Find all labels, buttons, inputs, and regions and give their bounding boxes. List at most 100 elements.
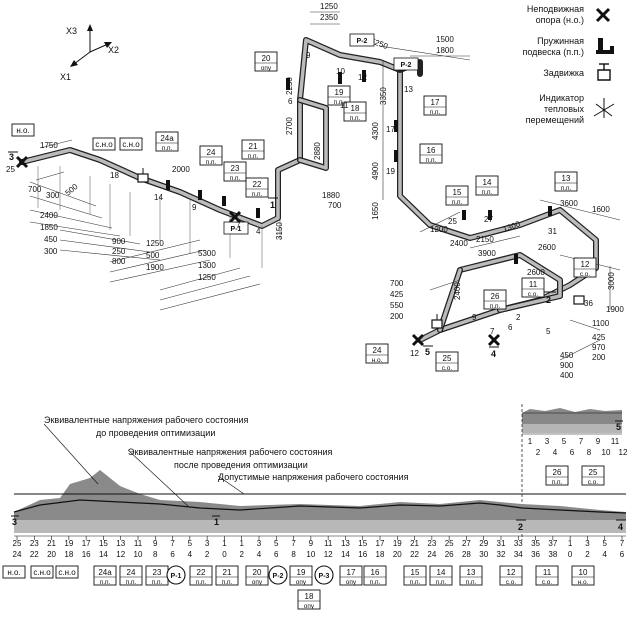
axis-tick-label: 1 (222, 539, 227, 548)
svg-text:п.п.: п.п. (430, 109, 441, 116)
svg-text:25: 25 (6, 165, 15, 174)
axis-tick-label: 32 (497, 550, 506, 559)
stress-plot: 5 Эквивалентные напряжения рабочего сост… (2, 404, 628, 610)
dim-label: 400 (560, 371, 574, 380)
dim-label: 1850 (40, 223, 58, 232)
dim-label: 1250 (146, 239, 164, 248)
spring-hanger-icon (222, 196, 226, 206)
label-after-line2: после проведения оптимизации (174, 460, 308, 470)
axis-tick-label: 22 (410, 550, 419, 559)
svg-text:2: 2 (516, 313, 521, 322)
svg-text:п.п.: п.п. (410, 579, 421, 586)
axis-tick-label: 23 (427, 539, 436, 548)
axis-tick-label: 2 (239, 550, 244, 559)
svg-text:5: 5 (546, 327, 551, 336)
svg-text:22: 22 (197, 568, 206, 577)
fixed-support-icon (228, 210, 242, 224)
svg-text:25: 25 (589, 468, 598, 477)
svg-text:24: 24 (127, 568, 136, 577)
axis-tick-label: 22 (30, 550, 39, 559)
axis-tick-label: 18 (64, 550, 73, 559)
plot-tag-16: 16п.п. (363, 565, 387, 586)
svg-text:опу: опу (296, 579, 307, 586)
dimension-labels-right: 1200 2400 2150 1300 3600 1600 3900 2600 … (390, 199, 624, 380)
svg-text:7: 7 (236, 221, 241, 230)
spring-hangers (166, 70, 552, 264)
axis-tick-label: 19 (64, 539, 73, 548)
dim-label: 2600 (538, 243, 556, 252)
dim-label: 2400 (40, 211, 58, 220)
gate-valve-icon (431, 314, 443, 329)
tag-15: 15п.п. (445, 185, 469, 206)
dim-label: 300 (46, 191, 60, 200)
dim-label: 2350 (320, 13, 338, 22)
section-mark-5-plot: 5 (616, 422, 621, 432)
axis-tick-label: 10 (134, 550, 143, 559)
plot-tag-26: 26п.п. (545, 465, 569, 486)
valves (137, 168, 585, 329)
axis-tick-label: 15 (99, 539, 108, 548)
dim-label: 700 (28, 185, 42, 194)
svg-text:11: 11 (543, 568, 552, 577)
tag-17: 17п.п. (423, 95, 447, 116)
svg-text:10: 10 (336, 67, 345, 76)
axis-tick-label: 21 (410, 539, 419, 548)
section-mark-5: 5 (425, 347, 430, 357)
axis-tick-label: 38 (548, 550, 557, 559)
section-marks-iso: 3 1 2 4 5 (8, 151, 556, 359)
axis-x2-label: X2 (108, 45, 119, 55)
axis-tick-label: 5 (274, 539, 279, 548)
svg-text:п.п.: п.п. (370, 579, 381, 586)
inset-tick-label: 11 (611, 437, 620, 446)
plot-tag-24: 24п.п. (119, 565, 143, 586)
dim-label: 200 (592, 353, 606, 362)
plot-tag-Р-2: Р-2 (268, 565, 288, 585)
axis-tick-label: 1 (568, 539, 573, 548)
label-allowed: Допустимые напряжения рабочего состояния (218, 472, 409, 482)
dim-label: 1500 (436, 35, 454, 44)
tag-26: 26п.п. (483, 289, 507, 310)
thermal-indicator-icon (593, 98, 615, 118)
gate-valve-icon (137, 168, 149, 183)
svg-text:п.п.: п.п. (482, 189, 493, 196)
dim-label: 800 (112, 257, 126, 266)
svg-text:Р-2: Р-2 (357, 38, 368, 45)
axis-tick-label: 5 (602, 539, 607, 548)
svg-text:20: 20 (262, 54, 271, 63)
dim-label: 700 (328, 201, 342, 210)
svg-text:Р-1: Р-1 (171, 573, 182, 580)
dim-label: 1250 (198, 273, 216, 282)
svg-text:с.о.: с.о. (528, 291, 539, 298)
dim-label: 3600 (560, 199, 578, 208)
spring-hanger-icon (596, 38, 614, 54)
spring-hanger-icon (286, 78, 290, 90)
plot-tag-Р-1: Р-1 (166, 565, 186, 585)
dim-label: 3150 (275, 222, 284, 240)
plot-tag-12: 12с.о. (499, 565, 523, 586)
dim-label: 900 (112, 237, 126, 246)
inset-tick-label: 6 (570, 448, 575, 457)
svg-text:17: 17 (386, 125, 395, 134)
dim-label: 2400 (450, 239, 468, 248)
tag-23: 23п.п. (223, 161, 247, 182)
section-mark-3: 3 (9, 152, 14, 162)
svg-text:21: 21 (223, 568, 232, 577)
axis-tick-label: 3 (205, 539, 210, 548)
svg-text:с.о.: с.о. (506, 579, 517, 586)
circle-label-Р-1: Р-1 (223, 221, 249, 235)
plot-tag-19: 19 опу (289, 565, 313, 586)
circle-label-Р-2: Р-2 (349, 33, 375, 47)
dim-label: 1100 (592, 319, 610, 328)
axis-tick-label: 18 (376, 550, 385, 559)
legend-indicator-line1: Индикатор (539, 93, 584, 103)
axis-tick-label: 12 (116, 550, 125, 559)
axis-tick-label: 27 (462, 539, 471, 548)
spring-hanger-icon (514, 254, 518, 264)
plot-tag-14: 14п.п. (429, 565, 453, 586)
svg-text:18: 18 (110, 171, 119, 180)
svg-text:19: 19 (297, 568, 306, 577)
